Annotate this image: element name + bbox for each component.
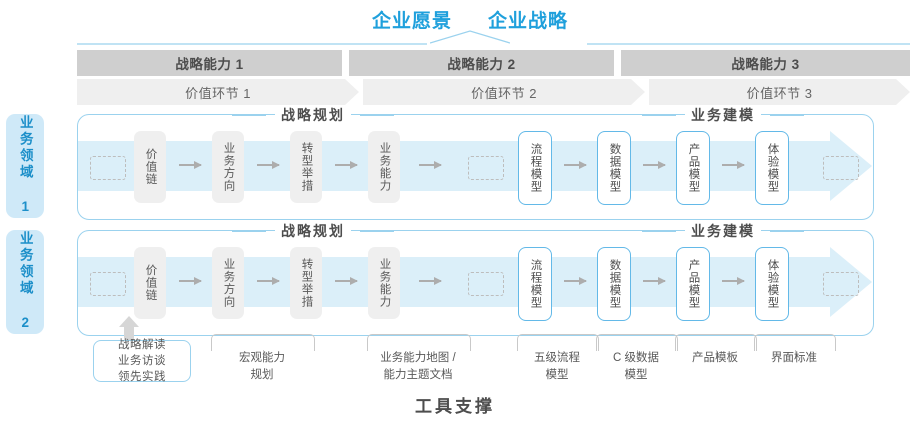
node-value-chain[interactable]: 价值链 xyxy=(134,247,166,319)
placeholder-box-start xyxy=(90,156,126,180)
tool-bracket-4 xyxy=(596,334,678,359)
tool-bracket-3 xyxy=(517,334,599,359)
tool-label-3: 五级流程 模型 xyxy=(534,352,580,381)
vision-strategy-header: 企业愿景 企业战略 xyxy=(0,6,910,34)
node-process-model[interactable]: 流程模型 xyxy=(518,131,552,205)
node-experience-model[interactable]: 体验模型 xyxy=(755,131,789,205)
flow-arrow-shaft xyxy=(78,141,838,191)
node-transformation[interactable]: 转型举措 xyxy=(290,131,322,203)
tool-bracket-2 xyxy=(367,334,471,359)
tool-bracket-5 xyxy=(675,334,757,359)
value-chain-cell-3[interactable]: 价值环节 3 xyxy=(649,79,910,105)
node-business-capability[interactable]: 业务能力 xyxy=(368,131,400,203)
arrow-4 xyxy=(419,160,442,169)
flow-arrow-shaft xyxy=(78,257,838,307)
segment-title-business-modeling: 业务建模 xyxy=(598,221,848,241)
node-value-chain[interactable]: 价值链 xyxy=(134,131,166,203)
placeholder-box-end xyxy=(823,156,859,180)
node-business-capability[interactable]: 业务能力 xyxy=(368,247,400,319)
tool-label-2: 业务能力地图 / 能力主题文档 xyxy=(380,352,456,381)
node-business-direction[interactable]: 业务方向 xyxy=(212,131,244,203)
domain-row-1: 战略规划 业务建模 价值链 业务方向 转型举措 业务能力 流程模型 数据模型 产… xyxy=(77,105,874,220)
capability-cell-2[interactable]: 战略能力 2 xyxy=(349,50,614,76)
tool-label-6: 界面标准 xyxy=(771,352,817,364)
capability-band: 战略能力 1 战略能力 2 战略能力 3 xyxy=(77,50,910,76)
node-transformation[interactable]: 转型举措 xyxy=(290,247,322,319)
node-product-model[interactable]: 产品模型 xyxy=(676,247,710,321)
domain-tab-1-label: 业务领域 1 xyxy=(17,115,33,217)
arrow-5 xyxy=(564,276,587,285)
segment-title-strategy-planning: 战略规划 xyxy=(188,221,438,241)
arrow-7 xyxy=(722,276,745,285)
arrow-5 xyxy=(564,160,587,169)
enterprise-strategy-title: 企业战略 xyxy=(488,11,569,32)
arrow-3 xyxy=(335,276,358,285)
node-data-model[interactable]: 数据模型 xyxy=(597,247,631,321)
tool-bracket-6 xyxy=(754,334,836,359)
value-chain-cell-2[interactable]: 价值环节 2 xyxy=(363,79,645,105)
placeholder-box-middle xyxy=(468,272,504,296)
placeholder-box-start xyxy=(90,272,126,296)
node-experience-model[interactable]: 体验模型 xyxy=(755,247,789,321)
capability-cell-1[interactable]: 战略能力 1 xyxy=(77,50,342,76)
tool-label-5: 产品模板 xyxy=(692,352,738,364)
arrow-6 xyxy=(643,160,666,169)
tool-label-1: 宏观能力 规划 xyxy=(239,352,285,381)
capability-cell-3[interactable]: 战略能力 3 xyxy=(621,50,910,76)
segment-title-strategy-planning: 战略规划 xyxy=(188,105,438,125)
enterprise-vision-title: 企业愿景 xyxy=(372,11,453,32)
node-business-direction[interactable]: 业务方向 xyxy=(212,247,244,319)
domain-tab-2[interactable]: 业务领域 2 xyxy=(6,230,44,334)
tool-bracket-1 xyxy=(211,334,315,359)
arrow-2 xyxy=(257,160,280,169)
tool-label-4: C 级数据 模型 xyxy=(613,352,659,381)
tool-highlight-box[interactable]: 战略解读 业务访谈 领先实践 xyxy=(93,339,191,383)
arrow-6 xyxy=(643,276,666,285)
domain-tab-2-label: 业务领域 2 xyxy=(17,231,33,333)
node-process-model[interactable]: 流程模型 xyxy=(518,247,552,321)
arrow-3 xyxy=(335,160,358,169)
arrow-2 xyxy=(257,276,280,285)
value-chain-cell-1[interactable]: 价值环节 1 xyxy=(77,79,359,105)
arrow-1 xyxy=(179,276,202,285)
node-data-model[interactable]: 数据模型 xyxy=(597,131,631,205)
tool-support-title: 工具支撑 xyxy=(415,397,495,416)
arrow-1 xyxy=(179,160,202,169)
domain-row-2: 战略规划 业务建模 价值链 业务方向 转型举措 业务能力 流程模型 数据模型 产… xyxy=(77,221,874,336)
header-divider xyxy=(77,43,910,45)
node-product-model[interactable]: 产品模型 xyxy=(676,131,710,205)
segment-title-business-modeling: 业务建模 xyxy=(598,105,848,125)
arrow-4 xyxy=(419,276,442,285)
arrow-7 xyxy=(722,160,745,169)
placeholder-box-end xyxy=(823,272,859,296)
vision-connector-line xyxy=(430,30,510,44)
domain-tab-1[interactable]: 业务领域 1 xyxy=(6,114,44,218)
placeholder-box-middle xyxy=(468,156,504,180)
value-chain-band: 价值环节 1 价值环节 2 价值环节 3 xyxy=(77,79,910,105)
